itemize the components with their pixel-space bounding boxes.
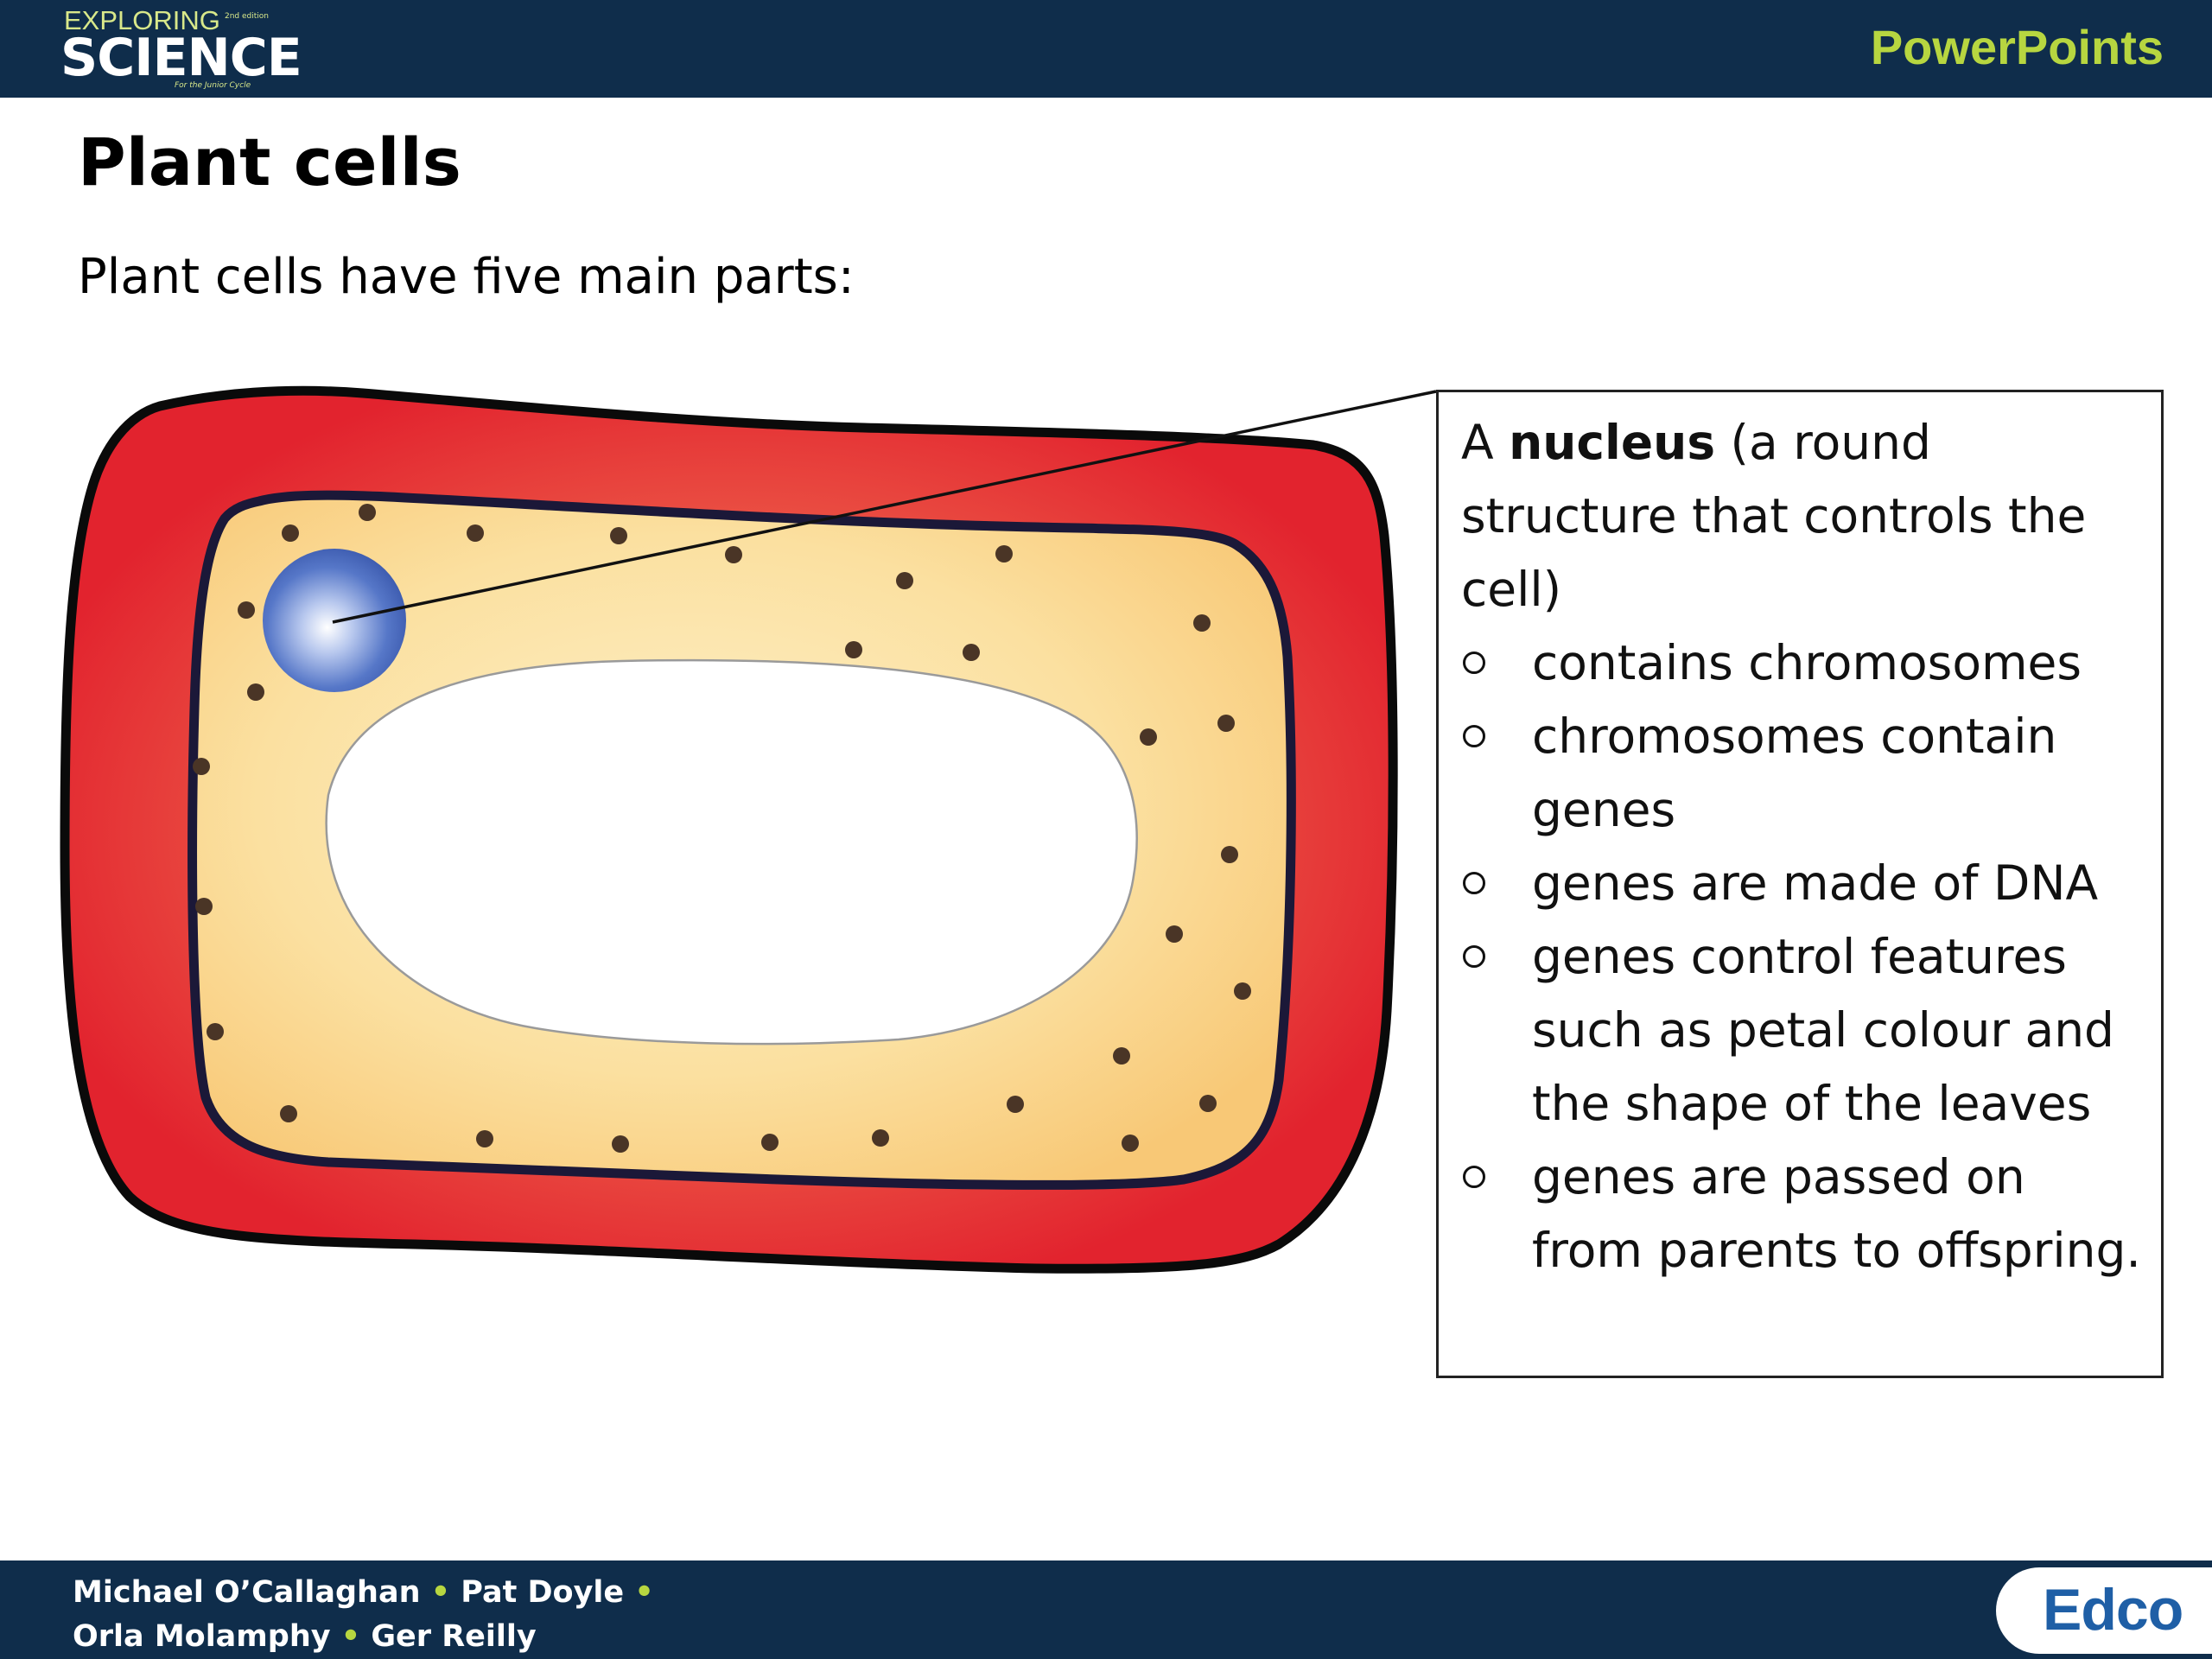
separator-dot: • xyxy=(340,1619,361,1654)
author-name: Michael O’Callaghan xyxy=(73,1575,421,1610)
header-bar: EXPLORING 2nd edition SCIENCE For the Ju… xyxy=(0,0,2212,98)
callout-lead-bold: nucleus xyxy=(1509,415,1716,470)
granule xyxy=(282,524,299,542)
author-credits: Michael O’Callaghan • Pat Doyle • Orla M… xyxy=(73,1571,654,1659)
granule xyxy=(476,1130,493,1147)
granule xyxy=(872,1129,889,1147)
callout-bullet-text: genes are passed on from parents to offs… xyxy=(1532,1149,2141,1278)
granule xyxy=(238,601,255,619)
granule xyxy=(359,504,376,521)
publisher-logo: Edco xyxy=(1996,1567,2212,1654)
granule xyxy=(1217,715,1235,732)
logo-edition-text: 2nd edition xyxy=(225,12,269,21)
author-name: Pat Doyle xyxy=(461,1575,625,1610)
callout-bullet: genes are made of DNA xyxy=(1461,847,2142,920)
exploring-science-logo: EXPLORING 2nd edition SCIENCE For the Ju… xyxy=(60,3,302,93)
vacuole xyxy=(325,658,1138,1046)
powerpoints-label: PowerPoints xyxy=(1870,20,2164,74)
circle-bullet-icon xyxy=(1463,652,1485,674)
granule xyxy=(761,1134,779,1151)
circle-bullet-icon xyxy=(1463,725,1485,747)
nucleus-callout-box: A nucleus (a round structure that contro… xyxy=(1436,390,2164,1378)
logo-sub-text: For the Junior Cycle xyxy=(175,81,251,90)
granule xyxy=(1221,846,1238,863)
callout-bullet-text: genes are made of DNA xyxy=(1532,855,2099,911)
circle-bullet-icon xyxy=(1463,1166,1485,1188)
callout-bullet: contains chromosomes xyxy=(1461,626,2142,700)
granule xyxy=(1140,728,1157,746)
granule xyxy=(207,1023,224,1040)
granule xyxy=(845,641,862,658)
granule xyxy=(725,546,742,563)
logo-top-text: EXPLORING xyxy=(64,5,220,35)
slide-title: Plant cells xyxy=(78,124,461,200)
callout-bullet-text: genes control features such as petal col… xyxy=(1532,929,2114,1131)
granule xyxy=(195,898,213,915)
callout-lead-rest: (a round structure that controls the cel… xyxy=(1461,415,2087,617)
granule xyxy=(1234,982,1251,1000)
granule xyxy=(1166,925,1183,943)
granule xyxy=(896,572,913,589)
author-name: Ger Reilly xyxy=(371,1619,537,1654)
callout-bullet: chromosomes contain genes xyxy=(1461,700,2142,847)
granule xyxy=(467,524,484,542)
granule xyxy=(1113,1047,1130,1065)
granule xyxy=(963,644,980,661)
logo-main-text: SCIENCE xyxy=(60,28,302,88)
author-line-1: Michael O’Callaghan • Pat Doyle • xyxy=(73,1571,654,1615)
granule xyxy=(1122,1135,1139,1152)
intro-text: Plant cells have five main parts: xyxy=(78,249,855,305)
granule xyxy=(1199,1095,1217,1112)
author-name: Orla Molamphy xyxy=(73,1619,331,1654)
callout-bullet-text: contains chromosomes xyxy=(1532,635,2082,690)
granule xyxy=(610,527,627,544)
circle-bullet-icon xyxy=(1463,872,1485,894)
separator-dot: • xyxy=(430,1575,451,1610)
callout-lead: A nucleus (a round structure that contro… xyxy=(1461,406,2142,626)
callout-bullet: genes control features such as petal col… xyxy=(1461,920,2142,1141)
granule xyxy=(612,1135,629,1153)
publisher-name: Edco xyxy=(2043,1577,2183,1643)
circle-bullet-icon xyxy=(1463,945,1485,968)
callout-bullet-list: contains chromosomes chromosomes contain… xyxy=(1461,626,2142,1287)
granule xyxy=(995,545,1013,563)
separator-dot: • xyxy=(634,1575,654,1610)
granule xyxy=(1193,614,1211,632)
granule xyxy=(1007,1096,1024,1113)
callout-bullet: genes are passed on from parents to offs… xyxy=(1461,1141,2142,1287)
callout-lead-prefix: A xyxy=(1461,415,1510,470)
granule xyxy=(280,1105,297,1122)
granule xyxy=(247,683,264,701)
nucleus-pointer-line xyxy=(332,390,1437,624)
cytoplasm-granules xyxy=(193,504,1251,1153)
footer-bar: Michael O’Callaghan • Pat Doyle • Orla M… xyxy=(0,1560,2212,1659)
callout-bullet-text: chromosomes contain genes xyxy=(1532,709,2057,837)
granule xyxy=(193,758,210,775)
author-line-2: Orla Molamphy • Ger Reilly xyxy=(73,1615,654,1659)
